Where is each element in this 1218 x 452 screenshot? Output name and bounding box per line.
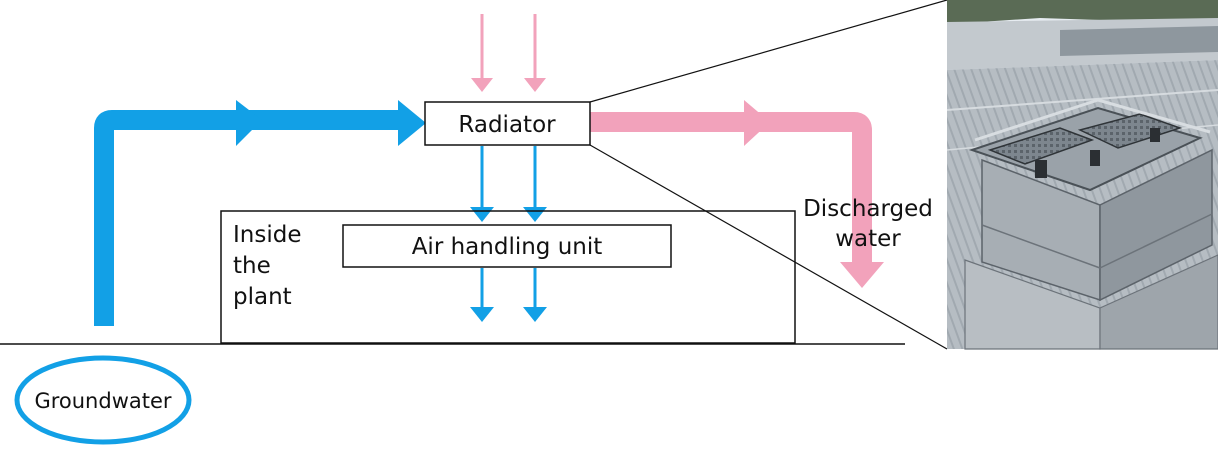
- cold-water-arrowhead-end: [398, 100, 426, 146]
- rooftop-radiator-photo-icon: [946, 0, 1218, 350]
- radiator-box: [424, 101, 591, 146]
- warm-water-arrowhead-end: [840, 262, 884, 288]
- cold-water-arrowhead-mid: [236, 100, 262, 146]
- groundwater-label: Groundwater: [34, 389, 171, 413]
- plant-label-line-1: Inside: [233, 222, 301, 248]
- air-handling-unit-label: Air handling unit: [412, 234, 603, 260]
- plant-label-line-2: the: [233, 253, 271, 279]
- callout-line-bottom: [589, 144, 948, 350]
- plant-box: [220, 210, 796, 344]
- discharged-label-line-2: water: [835, 226, 901, 252]
- incoming-air-arrows: [471, 14, 546, 92]
- groundwater-ellipse: [14, 355, 192, 445]
- warm-water-pipe: [590, 112, 872, 262]
- radiator-label: Radiator: [458, 112, 556, 138]
- callout-line-top: [589, 0, 948, 103]
- air-handling-unit-box: [342, 224, 672, 268]
- warm-water-arrowhead-mid: [744, 100, 770, 146]
- discharged-label-line-1: Discharged: [803, 196, 933, 222]
- ahu-output-arrows: [470, 268, 547, 322]
- cold-water-pipe: [94, 110, 405, 326]
- plant-label-line-3: plant: [233, 284, 292, 310]
